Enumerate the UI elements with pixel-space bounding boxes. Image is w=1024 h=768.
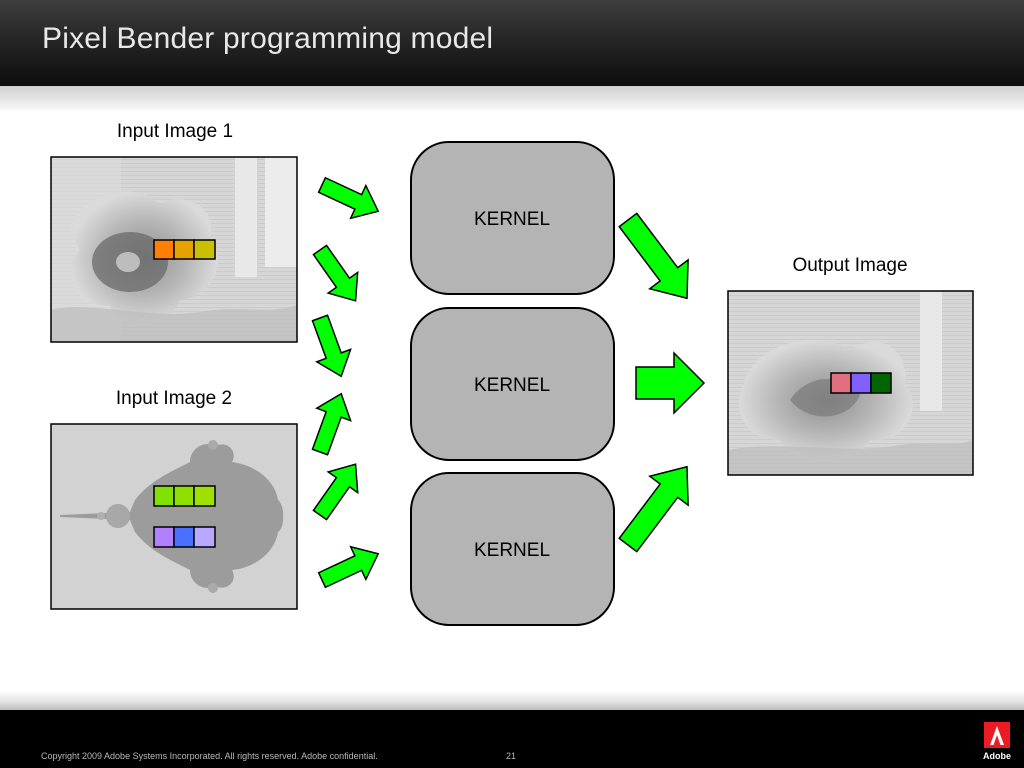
pixel — [193, 526, 216, 548]
copyright-notice: Copyright 2009 Adobe Systems Incorporate… — [41, 751, 378, 761]
pixel — [173, 526, 195, 548]
kernel-1-label: KERNEL — [474, 209, 550, 230]
kernel-1: KERNEL — [410, 141, 615, 295]
slide-title: Pixel Bender programming model — [42, 22, 494, 55]
kernel-3: KERNEL — [410, 472, 615, 626]
arrow-input1-to-kernel1 — [317, 176, 380, 220]
adobe-logo-text: Adobe — [983, 751, 1011, 761]
arrow-kernel1-to-output — [618, 212, 689, 300]
arrow-kernel2-to-output — [635, 351, 706, 415]
input-image-1 — [50, 156, 298, 343]
pixel — [153, 239, 175, 260]
kernel-3-label: KERNEL — [474, 540, 550, 561]
input-2-pixel-strip-1 — [153, 485, 216, 507]
output-image — [727, 290, 974, 476]
arrow-input2-to-kernel3 — [317, 545, 380, 589]
pixel — [153, 526, 175, 548]
pixel — [830, 372, 852, 394]
input-image-2 — [50, 423, 298, 610]
pixel — [193, 485, 216, 507]
pixel — [193, 239, 216, 260]
pixel — [173, 239, 195, 260]
adobe-logo-icon — [984, 722, 1010, 748]
slide-footer — [0, 710, 1024, 768]
kernel-2: KERNEL — [410, 307, 615, 461]
output-pixel-strip — [830, 372, 892, 394]
arrow-input2-to-kernel1 — [311, 392, 352, 456]
arrow-kernel3-to-output — [618, 465, 689, 553]
arrow-input2-to-kernel2 — [312, 463, 359, 521]
kernel-2-label: KERNEL — [474, 375, 550, 396]
input-1-pixel-strip — [153, 239, 216, 260]
page-number: 21 — [506, 751, 517, 761]
adobe-logo: Adobe — [980, 722, 1014, 762]
input-image-1-label: Input Image 1 — [117, 121, 233, 142]
pixel — [153, 485, 175, 507]
input-2-pixel-strip-2 — [153, 526, 216, 548]
pixel — [850, 372, 872, 394]
header-shadow — [0, 86, 1024, 112]
slide-header: Pixel Bender programming model — [0, 0, 1024, 86]
arrow-input1-to-kernel2 — [312, 244, 359, 302]
output-image-label: Output Image — [792, 255, 907, 276]
pixel — [870, 372, 892, 394]
pixel — [173, 485, 195, 507]
input-image-2-label: Input Image 2 — [116, 388, 232, 409]
footer-shadow — [0, 690, 1024, 710]
arrow-input1-to-kernel3 — [311, 314, 352, 378]
